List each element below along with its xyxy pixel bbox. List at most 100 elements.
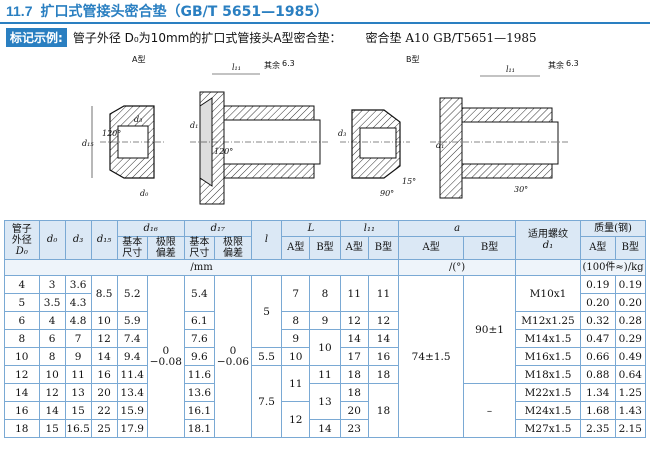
dim-d0-a: d₀ [140, 189, 149, 198]
cell-l11-a: 17 [339, 347, 369, 366]
dim-d3-b: d₃ [338, 129, 346, 138]
header-d15: d₁₅ [90, 220, 118, 260]
h-d16-b2: 尺寸 [122, 248, 143, 259]
h-d17-t1: 极限 [222, 237, 243, 248]
cell-mass-a: 1.34 [579, 383, 616, 402]
header-mass-a: A型 [579, 236, 616, 260]
header-a-a: A型 [398, 236, 465, 260]
d16-tol-lower: −0.08 [149, 355, 182, 368]
header-pipe-od-2: 外径 [11, 234, 32, 246]
cell-mass-b: 0.29 [614, 329, 647, 348]
cell-d15: 12 [90, 329, 118, 348]
h-d17-t2: 偏差 [222, 248, 243, 259]
title-rule [0, 22, 650, 24]
header-d0: d₀ [38, 220, 66, 260]
cell-D0: 4 [4, 275, 40, 294]
cell-d16: 5.9 [116, 311, 148, 330]
cell-d0: 6 [38, 329, 66, 348]
header-l: l [250, 220, 283, 260]
type-b-gasket-drawing: B型 d₃ 15° 90° [338, 55, 420, 198]
roughness-value-b: 6.3 [566, 59, 579, 68]
d17-tol-upper: 0 [229, 344, 237, 357]
cell-l11-a: 20 [339, 401, 369, 420]
cell-mass-b: 0.28 [614, 311, 647, 330]
marking-example: 标记示例: 管子外径 D₀为10mm的扩口式管接头A型密合垫： 密合垫 A10 … [6, 27, 537, 47]
cell-l11-b: 14 [367, 329, 400, 348]
cell-thread: M12x1.25 [515, 311, 581, 330]
type-a-gasket-drawing: A型 d₁₅ d₃ 120° d₀ [82, 55, 165, 198]
type-b-label: B型 [406, 55, 420, 64]
cell-L-b: 11 [309, 365, 341, 384]
cell-thread: M16x1.5 [515, 347, 581, 366]
example-marking: 密合垫 A10 GB/T5651—1985 [365, 30, 537, 45]
section-header: 11.7 扩口式管接头密合垫（GB/T 5651—1985） [0, 0, 650, 22]
cell-mass-a: 0.47 [579, 329, 616, 348]
section-title: 扩口式管接头密合垫（GB/T 5651—1985） [40, 4, 329, 20]
header-L: L [281, 220, 341, 237]
dim-d3-a: d₃ [134, 115, 142, 124]
cell-d17: 7.6 [183, 329, 216, 348]
dim-angle120-a2: 120° [214, 147, 233, 156]
table-row: 6 4 4.8 10 5.9 6.1 8 9 12 12 M12x1.25 0.… [4, 311, 647, 330]
d17-tol-lower: −0.06 [216, 355, 250, 368]
cell-mass-a: 0.32 [579, 311, 616, 330]
cell-d17: 6.1 [183, 311, 216, 330]
unit-deg: /(°) [398, 259, 517, 276]
cell-mass-a: 1.68 [579, 401, 616, 420]
h-d16-b1: 基本 [122, 237, 143, 248]
cell-D0: 8 [4, 329, 40, 348]
type-a-assembly-drawing: l₁₁ d₁ 120° 其余 6.3 [190, 59, 330, 205]
unit-thread-empty [515, 259, 581, 276]
cell-d15: 10 [90, 311, 118, 330]
cell-L-b: 9 [309, 311, 341, 330]
header-L-a: A型 [281, 236, 311, 260]
header-pipe-od: 管子 外径 D₀ [4, 220, 40, 260]
cell-d16: 11.4 [116, 365, 148, 384]
type-b-assembly-drawing: l₁₁ d₁ 30° 其余 6.3 [430, 59, 579, 199]
header-mass-b: B型 [614, 236, 647, 260]
header-d16-tol: 极限偏差 [146, 236, 185, 260]
cell-mass-b: 2.15 [614, 419, 647, 438]
table-row: 12 10 11 16 11.4 11.6 7.5 11 11 18 18 M1… [4, 365, 647, 438]
header-d17-basic: 基本尺寸 [183, 236, 216, 260]
header-L-b: B型 [309, 236, 341, 260]
header-d3: d₃ [64, 220, 92, 260]
cell-L-a: 11 [281, 365, 311, 402]
cell-mass-b: 1.43 [614, 401, 647, 420]
type-a-label: A型 [132, 55, 145, 64]
cell-mass-b: 0.19 [614, 275, 647, 294]
cell-d15: 8.5 [90, 275, 118, 312]
header-thread: 适用螺纹 d₁ [515, 220, 581, 260]
cell-D0: 5 [4, 293, 40, 312]
cell-D0: 6 [4, 311, 40, 330]
cell-d15: 25 [90, 419, 118, 438]
cell-l11-b: 12 [367, 311, 400, 330]
cell-l11-b: 18 [367, 365, 400, 384]
cell-L-a: 9 [281, 329, 311, 348]
cell-d0: 4 [38, 311, 66, 330]
dim-l11-a: l₁₁ [232, 63, 241, 72]
header-thread-2: d₁ [542, 240, 554, 251]
dim-angle15-b: 15° [402, 177, 416, 186]
cell-d3: 9 [64, 347, 92, 366]
cell-d0: 3 [38, 275, 66, 294]
cell-d16: 15.9 [116, 401, 148, 420]
cell-d0: 10 [38, 365, 66, 384]
roughness-label-b: 其余 [548, 60, 564, 70]
cell-d15: 14 [90, 347, 118, 366]
dim-d1-b: d₁ [436, 141, 444, 150]
cell-l11-a: 14 [339, 329, 369, 348]
cell-L-a: 7 [281, 275, 311, 312]
header-d16: d₁₆ [116, 220, 185, 237]
cell-l11-b: 18 [367, 383, 400, 438]
header-mass: 质量(钢) [579, 220, 647, 237]
cell-L-b: 8 [309, 275, 341, 312]
cell-l11-b: 16 [367, 347, 400, 366]
header-l11-b: B型 [367, 236, 400, 260]
dim-angle30-b: 30° [514, 185, 528, 194]
cell-d3: 15 [64, 401, 92, 420]
cell-D0: 16 [4, 401, 40, 420]
d16-tol-upper: 0 [162, 344, 170, 357]
cell-d17: 5.4 [183, 275, 216, 312]
cell-l: 5.5 [250, 347, 283, 366]
